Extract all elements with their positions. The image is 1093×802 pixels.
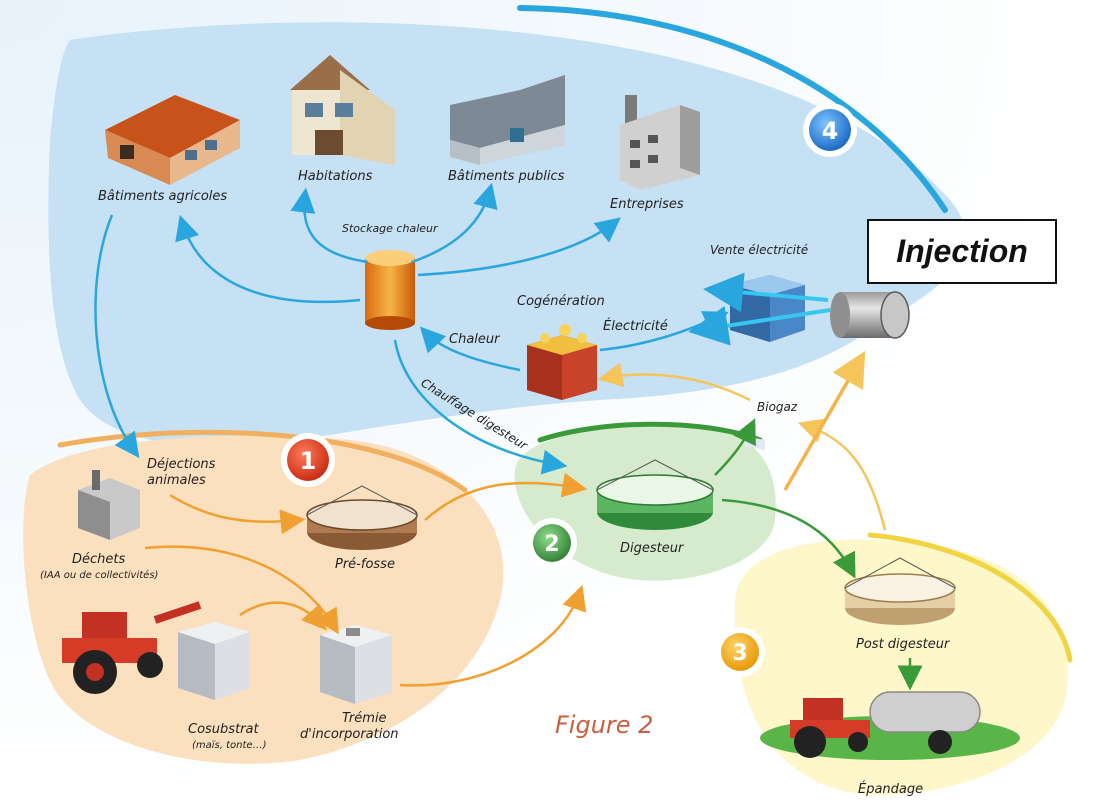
zone-3-badge: 3	[715, 627, 765, 677]
zone-2-number: 2	[544, 532, 559, 557]
label-chaleur: Chaleur	[449, 332, 501, 347]
label-electricite: Électricité	[603, 318, 668, 334]
label-stockage-chaleur: Stockage chaleur	[342, 222, 439, 235]
arrow-heating-digester	[393, 339, 568, 475]
farm-building-icon	[105, 95, 240, 185]
label-pre-fosse: Pré-fosse	[335, 557, 395, 572]
arrow-cosubstrat-to-tremie	[239, 601, 327, 631]
arrow-digester-to-injection	[783, 350, 866, 491]
arrow-digester-to-biogaz	[714, 418, 756, 476]
digester-tank-icon	[596, 459, 714, 530]
tractor-icon	[62, 601, 202, 694]
arrow-prefosse-to-digester	[424, 472, 588, 521]
arrow-farm-to-dejections	[94, 214, 140, 459]
label-tremie-line2: d'incorporation	[300, 727, 399, 742]
figure-caption: Figure 2	[555, 711, 653, 739]
injection-box: Injection	[867, 219, 1057, 284]
label-biogaz: Biogaz	[757, 400, 798, 414]
arrow-cyan-to-electricity	[688, 305, 831, 346]
arrow-dejections-to-prefosse	[169, 493, 306, 535]
label-vente-electricite: Vente électricité	[710, 243, 808, 257]
label-entreprises: Entreprises	[610, 197, 684, 212]
label-batiments-agricoles: Bâtiments agricoles	[98, 189, 227, 204]
label-cosubstrat: Cosubstrat	[188, 722, 259, 737]
arrow-cogen-to-tank	[419, 326, 521, 372]
zone-4-blue	[48, 22, 966, 446]
label-dejections-line1: Déjections	[147, 457, 216, 472]
injection-pipe-icon	[830, 291, 910, 339]
zone-3-number: 3	[732, 641, 747, 666]
arrow-tank-to-public	[411, 182, 498, 264]
factory-icon	[620, 95, 700, 190]
label-dejections-line2: animales	[147, 473, 206, 488]
label-habitations: Habitations	[298, 169, 373, 184]
arrow-cyan-to-meter	[703, 272, 829, 313]
label-digesteur: Digesteur	[620, 541, 685, 556]
label-dechets: Déchets	[72, 552, 125, 567]
pre-fosse-tank-icon	[306, 485, 418, 550]
waste-building-icon	[78, 470, 140, 540]
zone-3-border	[867, 532, 1073, 663]
zone-4-border	[517, 5, 948, 213]
label-epandage: Épandage	[858, 781, 923, 797]
arrow-tank-to-houses	[290, 187, 369, 264]
arrow-tank-to-farm	[175, 214, 361, 304]
label-cogeneration: Cogénération	[517, 294, 605, 309]
zone-1-badge: 1	[281, 433, 335, 487]
label-tremie-line1: Trémie	[342, 711, 387, 726]
zone-4-badge: 4	[803, 103, 857, 157]
arrow-tremie-to-digester	[399, 584, 587, 687]
cogeneration-unit-icon	[527, 324, 597, 400]
public-building-icon	[450, 75, 565, 165]
zone-4-number: 4	[822, 117, 839, 145]
house-icon	[290, 55, 395, 165]
label-cosubstrat-sub: (maïs, tonte…)	[192, 740, 266, 751]
spreading-tractor-icon	[760, 691, 1020, 760]
post-digester-tank-icon	[844, 557, 956, 625]
zone-1-number: 1	[300, 447, 317, 475]
heat-storage-tank-icon	[365, 250, 415, 330]
label-batiments-publics: Bâtiments publics	[448, 169, 565, 184]
label-post-digesteur: Post digesteur	[856, 637, 951, 652]
label-dechets-sub: (IAA ou de collectivités)	[40, 569, 158, 581]
arrow-tank-to-business	[417, 217, 621, 277]
zone-2-badge: 2	[527, 518, 577, 568]
label-injection: Injection	[896, 233, 1028, 269]
tremie-bin-icon	[320, 625, 392, 704]
cosubstrat-bin-icon	[178, 622, 250, 700]
arrow-digester-to-postdigester	[721, 498, 856, 579]
arrow-biogaz-to-cogen	[597, 362, 751, 402]
